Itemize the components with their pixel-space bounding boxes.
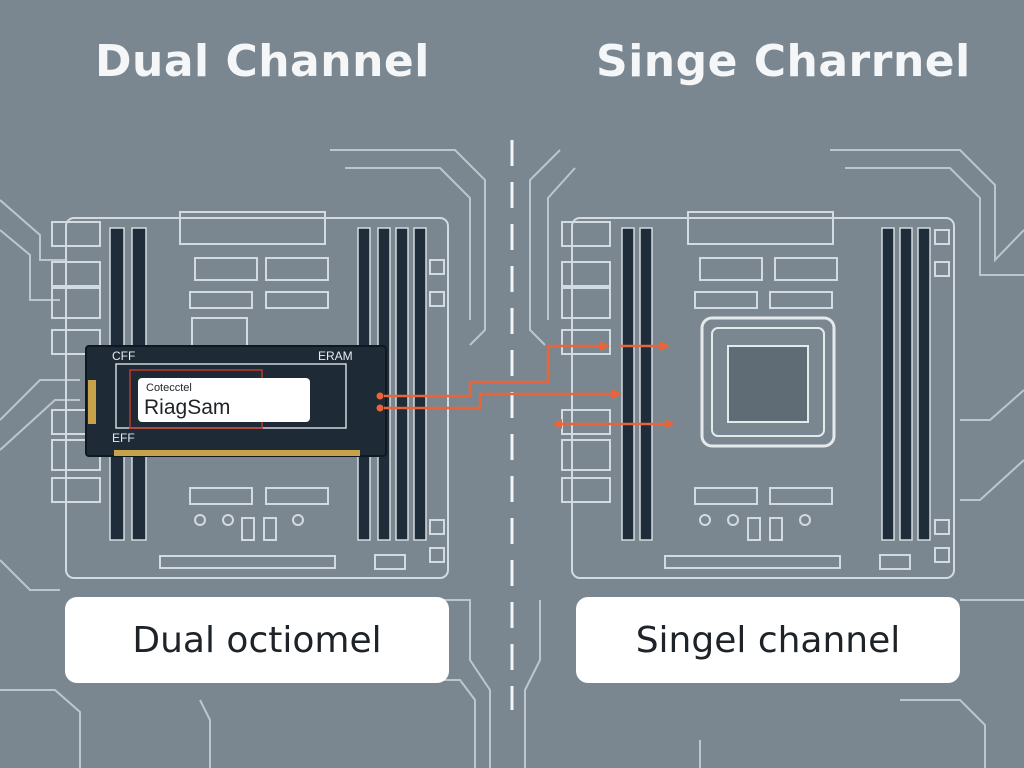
ram-label-top-left: CFF [112, 349, 135, 363]
left-dimm-slots [109, 227, 427, 541]
signal-arrows [384, 344, 665, 426]
right-caption-text: Singel channel [635, 619, 901, 661]
signal-arrowheads [552, 341, 675, 429]
right-caption-box: Singel channel [576, 597, 960, 683]
left-panel-title: Dual Channel [95, 36, 430, 87]
ram-sticker-large: RiagSam [144, 396, 230, 419]
right-panel-title: Singe Charrnel [596, 36, 971, 87]
ram-label-bottom-left: EFF [112, 431, 135, 445]
left-caption-box: Dual octiomel [65, 597, 449, 683]
ram-label-top-right: ERAM [318, 349, 353, 363]
left-motherboard [51, 211, 449, 579]
circuit-traces [0, 149, 1024, 768]
ram-sticker-small: Cotecctel [146, 382, 192, 394]
left-caption-text: Dual octiomel [132, 619, 382, 661]
right-motherboard [561, 211, 955, 579]
cpu-socket [700, 316, 836, 448]
ram-module: CFF ERAM EFF Cotecctel RiagSam [85, 345, 387, 457]
right-dimm-slots [621, 227, 931, 541]
